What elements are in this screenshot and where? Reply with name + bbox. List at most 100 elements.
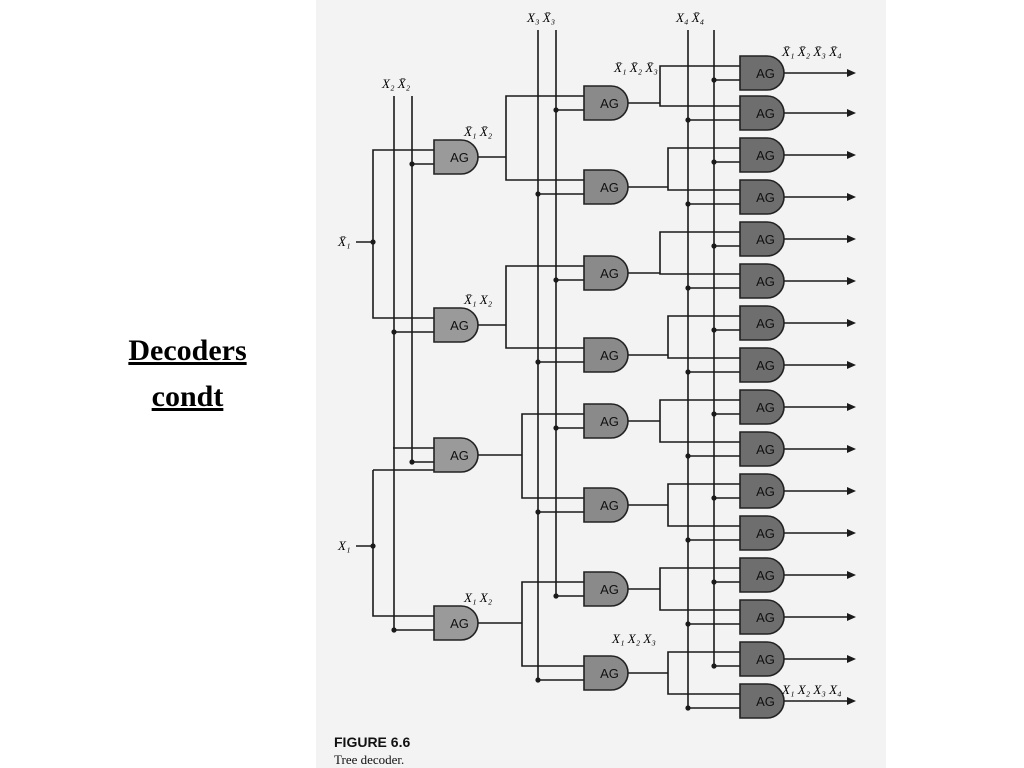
scanned-figure-background xyxy=(316,0,886,768)
gate-label: AG xyxy=(600,498,619,513)
gate-label: AG xyxy=(756,316,775,331)
and-gate: AG xyxy=(583,255,629,291)
junction-dot xyxy=(685,201,691,207)
wire xyxy=(659,399,740,443)
gate-body xyxy=(583,169,629,205)
wire xyxy=(659,567,740,611)
wire xyxy=(667,315,740,359)
and-gate: AG xyxy=(739,683,785,719)
wire xyxy=(372,149,434,319)
label-stage2-bottom: X₁ X₂ xyxy=(463,590,493,605)
and-gate: AG xyxy=(739,473,785,509)
junction-dot xyxy=(553,593,559,599)
junction-dot xyxy=(535,359,541,365)
junction-dot xyxy=(711,159,717,165)
junction-dot xyxy=(685,117,691,123)
label-x3-pair: X₃ X̄₃ xyxy=(526,10,555,25)
output-arrow-icon xyxy=(847,571,856,579)
gate-body xyxy=(433,307,479,343)
gate-body xyxy=(583,337,629,373)
label-x1-bar: X̄₁ xyxy=(337,234,350,249)
wire xyxy=(505,265,584,349)
wire xyxy=(521,581,584,667)
and-gate: AG xyxy=(739,599,785,635)
gate-body xyxy=(433,437,479,473)
gate-label: AG xyxy=(600,582,619,597)
output-arrow-icon xyxy=(847,109,856,117)
junction-dot xyxy=(685,705,691,711)
and-gate: AG xyxy=(583,655,629,691)
junction-dot xyxy=(409,459,415,465)
gate-body xyxy=(739,431,785,467)
gate-body xyxy=(739,641,785,677)
gate-body xyxy=(739,137,785,173)
gate-body xyxy=(739,515,785,551)
output-arrow-icon xyxy=(847,529,856,537)
gate-label: AG xyxy=(600,348,619,363)
output-arrow-icon xyxy=(847,151,856,159)
junction-dot xyxy=(409,161,415,167)
output-arrow-icon xyxy=(847,403,856,411)
and-gate: AG xyxy=(739,263,785,299)
gate-label: AG xyxy=(600,666,619,681)
junction-dot xyxy=(711,243,717,249)
output-arrow-icon xyxy=(847,613,856,621)
gate-body xyxy=(739,95,785,131)
gate-body xyxy=(739,683,785,719)
and-gate: AG xyxy=(583,571,629,607)
gate-body xyxy=(739,557,785,593)
label-stage3-top: X̄₁ X̄₂ X̄₃ xyxy=(613,60,658,75)
junction-dot xyxy=(553,107,559,113)
gate-body xyxy=(739,263,785,299)
and-gate: AG xyxy=(739,55,785,91)
gate-body xyxy=(739,473,785,509)
output-arrow-icon xyxy=(847,361,856,369)
gate-body xyxy=(739,221,785,257)
gate-label: AG xyxy=(756,358,775,373)
wire xyxy=(667,147,740,191)
and-gate: AG xyxy=(583,169,629,205)
gate-body xyxy=(583,655,629,691)
gate-body xyxy=(739,347,785,383)
and-gate: AG xyxy=(739,95,785,131)
junction-dot xyxy=(711,495,717,501)
and-gate: AG xyxy=(433,605,479,641)
output-arrow-icon xyxy=(847,193,856,201)
label-stage3-bottom: X₁ X₂ X₃ xyxy=(611,631,656,646)
gate-label: AG xyxy=(756,610,775,625)
output-arrow-icon xyxy=(847,697,856,705)
gate-label: AG xyxy=(450,318,469,333)
gate-label: AG xyxy=(450,616,469,631)
junction-dot xyxy=(711,77,717,83)
gate-label: AG xyxy=(756,526,775,541)
junction-dot xyxy=(391,329,397,335)
junction-dot xyxy=(535,191,541,197)
and-gate: AG xyxy=(739,137,785,173)
label-x1: X₁ xyxy=(337,538,350,553)
junction-dot xyxy=(711,327,717,333)
junction-dot xyxy=(535,509,541,515)
gate-label: AG xyxy=(600,266,619,281)
and-gate: AG xyxy=(433,307,479,343)
and-gate: AG xyxy=(583,85,629,121)
gate-label: AG xyxy=(756,568,775,583)
and-gate: AG xyxy=(739,641,785,677)
gate-label: AG xyxy=(600,414,619,429)
figure-caption: Tree decoder. xyxy=(334,752,405,767)
output-arrow-icon xyxy=(847,277,856,285)
wire xyxy=(659,231,740,275)
gate-label: AG xyxy=(756,694,775,709)
gate-label: AG xyxy=(756,400,775,415)
gate-body xyxy=(583,85,629,121)
label-output-bottom: X₁ X₂ X₃ X₄ xyxy=(781,682,842,697)
gate-body xyxy=(739,389,785,425)
wire xyxy=(667,651,740,695)
tree-decoder-diagram: AG AG AG AG AG AG AG AG AG AG AG AG AG AG AG AG AG AG AG AG… xyxy=(337,10,856,719)
gate-label: AG xyxy=(756,232,775,247)
output-arrow-icon xyxy=(847,655,856,663)
signal-labels: X₂ X̄₂ X₃ X̄₃ X₄ X̄₄ X̄₁ X₁ X̄₁ X̄₂ X̄₁ … xyxy=(337,10,842,697)
wire xyxy=(659,65,740,107)
output-arrow-icon xyxy=(847,235,856,243)
and-gate: AG xyxy=(739,389,785,425)
wire xyxy=(521,413,584,499)
